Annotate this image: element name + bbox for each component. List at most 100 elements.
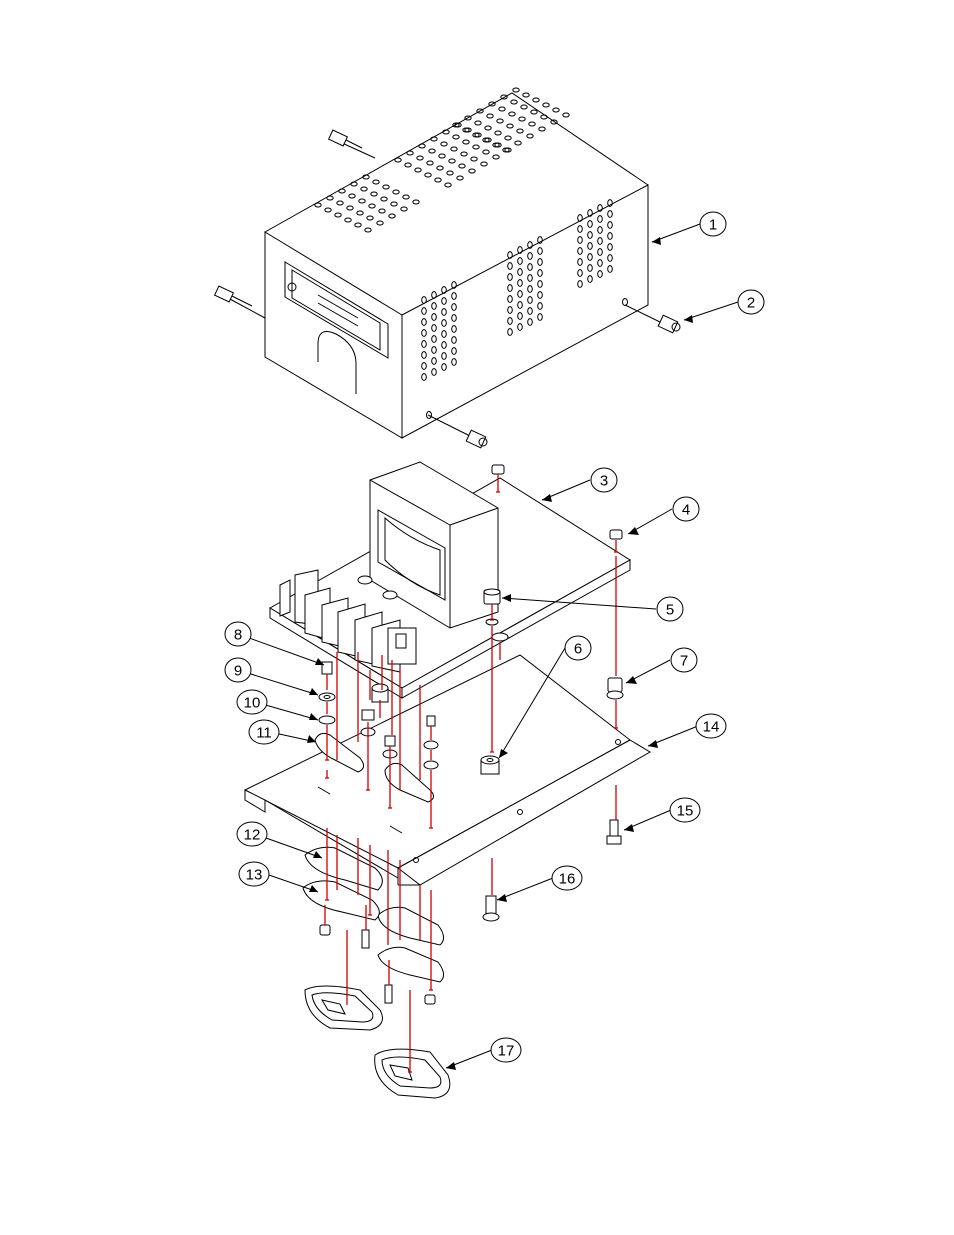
lockwasher-9	[319, 693, 335, 701]
perforation-hole	[445, 183, 451, 187]
perforation-hole	[405, 163, 411, 167]
spacer-6	[481, 756, 499, 774]
perforation-hole	[511, 100, 517, 104]
perforation-hole	[393, 190, 399, 194]
callout-label: 8	[234, 627, 242, 644]
perforation-hole	[429, 149, 435, 153]
callout-9: 9	[225, 658, 251, 682]
callout-11: 11	[249, 720, 279, 744]
perforation-hole	[432, 292, 437, 299]
perforation-hole	[495, 131, 501, 135]
perforation-hole	[315, 203, 321, 207]
perforation-hole	[391, 202, 397, 206]
callout-1: 1	[700, 212, 726, 236]
perforation-hole	[413, 200, 419, 204]
perforation-hole	[357, 211, 363, 215]
bolt-16	[483, 896, 499, 921]
callout-label: 1	[709, 217, 717, 234]
callout-7: 7	[671, 648, 697, 672]
cover	[265, 88, 648, 438]
perforation-hole	[539, 127, 545, 131]
callout-8: 8	[225, 622, 251, 646]
perforation-hole	[417, 156, 423, 160]
callout-label: 6	[574, 641, 582, 658]
perforation-hole	[377, 221, 383, 225]
callout-4: 4	[673, 497, 699, 521]
perforation-hole	[361, 187, 367, 191]
perforation-hole	[379, 209, 385, 213]
perforation-hole	[431, 137, 437, 141]
perforation-hole	[507, 124, 513, 128]
perforation-hole	[493, 155, 499, 159]
perforation-hole	[523, 93, 529, 97]
perforation-hole	[487, 114, 493, 118]
perforation-hole	[422, 297, 427, 304]
perforation-hole	[515, 141, 521, 145]
callout-label: 13	[246, 867, 263, 884]
cover-screw-right	[625, 305, 680, 333]
callout-label: 15	[677, 803, 694, 820]
washer-10	[319, 716, 335, 724]
bracket-13	[303, 881, 444, 1004]
perforation-hole	[473, 145, 479, 149]
perforation-hole	[513, 88, 519, 92]
callout-label: 10	[244, 695, 261, 712]
callout-label: 2	[747, 295, 755, 312]
callout-5: 5	[657, 597, 683, 621]
perforation-hole	[453, 135, 459, 139]
callout-2: 2	[738, 290, 764, 314]
perforation-hole	[505, 136, 511, 140]
perforation-hole	[441, 142, 447, 146]
perforation-hole	[367, 216, 373, 220]
perforation-hole	[355, 223, 361, 227]
cover-screw-top-left	[329, 130, 375, 158]
callout-label: 3	[600, 473, 608, 490]
perforation-hole	[351, 182, 357, 186]
perforation-hole	[449, 159, 455, 163]
perforation-hole	[447, 171, 453, 175]
perforation-hole	[529, 122, 535, 126]
perforation-hole	[369, 204, 375, 208]
perforation-hole	[521, 105, 527, 109]
nut-4	[610, 530, 622, 539]
perforation-hole	[541, 115, 547, 119]
perforation-hole	[481, 162, 487, 166]
perforation-hole	[499, 107, 505, 111]
perforation-hole	[403, 195, 409, 199]
cover-screw-left	[215, 286, 265, 318]
perforation-hole	[335, 213, 341, 217]
spacer-5	[484, 589, 500, 604]
perforation-hole	[497, 119, 503, 123]
cover-screw-bottom	[428, 415, 487, 448]
perforation-hole	[439, 154, 445, 158]
perforation-hole	[371, 192, 377, 196]
perforation-hole	[425, 173, 431, 177]
perforation-hole	[347, 206, 353, 210]
perforation-hole	[543, 103, 549, 107]
perforation-hole	[327, 196, 333, 200]
perforation-hole	[415, 168, 421, 172]
callout-3: 3	[591, 468, 617, 492]
callout-label: 4	[682, 502, 690, 519]
callout-13: 13	[239, 862, 269, 886]
perforation-hole	[427, 161, 433, 165]
callout-10: 10	[237, 690, 267, 714]
perforation-hole	[471, 157, 477, 161]
perforation-hole	[435, 178, 441, 182]
screw-8	[322, 662, 332, 674]
perforation-hole	[531, 110, 537, 114]
perforation-hole	[469, 169, 475, 173]
callout-label: 14	[703, 719, 720, 736]
callout-label: 7	[680, 653, 688, 670]
perforation-hole	[459, 164, 465, 168]
perforation-hole	[517, 129, 523, 133]
callout-label: 5	[666, 602, 674, 619]
perforation-hole	[407, 151, 413, 155]
perforation-hole	[533, 98, 539, 102]
spacer-7	[607, 678, 623, 699]
nut-top	[492, 465, 504, 474]
perforation-hole	[419, 144, 425, 148]
perforation-hole	[461, 152, 467, 156]
perforation-hole	[475, 121, 481, 125]
